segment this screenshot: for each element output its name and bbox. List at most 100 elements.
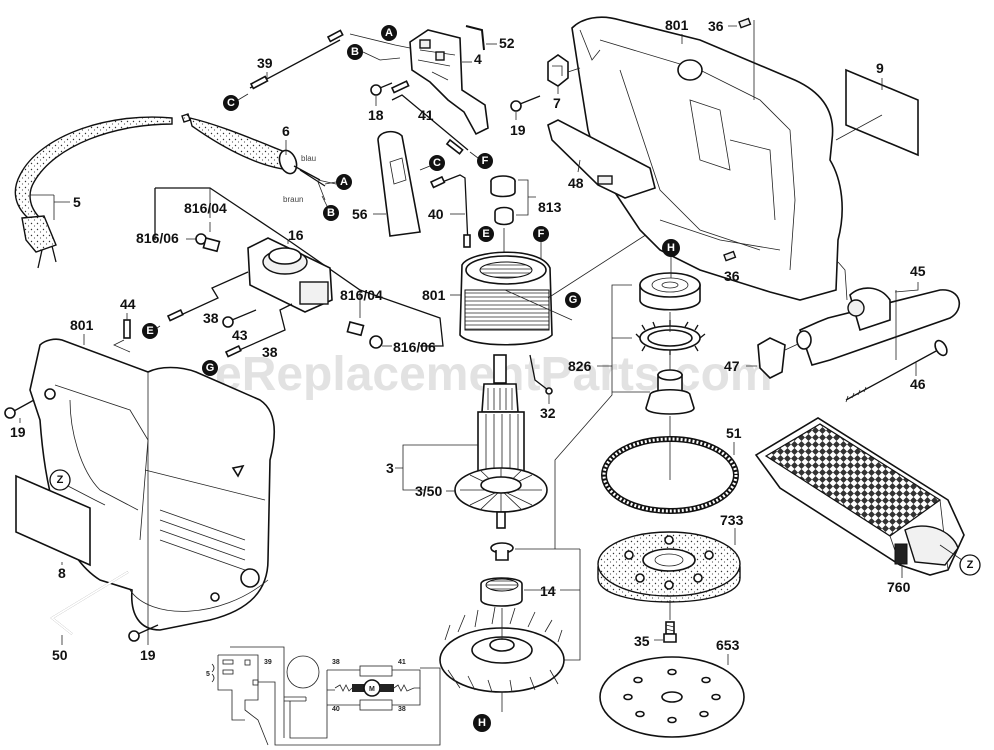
wire-41 xyxy=(390,80,469,155)
label-39: 39 xyxy=(257,55,273,71)
label-52: 52 xyxy=(499,35,515,51)
part-44 xyxy=(123,319,131,339)
schematic-label-41: 41 xyxy=(398,659,406,666)
sanding-disc-653 xyxy=(599,656,745,738)
part-7 xyxy=(547,54,569,87)
schematic-label-40: 40 xyxy=(332,706,340,713)
label-47: 47 xyxy=(724,358,740,374)
bearing-h-826 xyxy=(639,272,701,311)
housing-801-top xyxy=(571,16,843,301)
label-38-a: 38 xyxy=(203,310,219,326)
label-43: 43 xyxy=(232,327,248,343)
svg-text:A: A xyxy=(385,27,393,39)
connector-h-826: H xyxy=(662,239,680,257)
bearing-14 xyxy=(480,542,523,607)
reference-z-left: Z xyxy=(49,469,71,491)
screw-18 xyxy=(370,82,393,96)
connector-b-top: B xyxy=(347,44,363,60)
svg-text:G: G xyxy=(206,362,215,374)
svg-text:H: H xyxy=(478,717,486,729)
part-32 xyxy=(529,354,553,395)
svg-text:B: B xyxy=(351,46,359,58)
label-816-04-top: 816/04 xyxy=(184,200,227,216)
svg-text:E: E xyxy=(482,228,489,240)
label-36-top: 36 xyxy=(708,18,724,34)
svg-text:H: H xyxy=(667,242,675,254)
connector-g-wire38: G xyxy=(202,360,218,376)
connector-c-cover: C xyxy=(419,155,445,171)
label-18: 18 xyxy=(368,107,384,123)
screw-36-mid xyxy=(723,250,737,262)
part-52 xyxy=(465,25,485,51)
sanding-pad-733 xyxy=(597,531,741,603)
wiring-schematic xyxy=(217,646,441,746)
svg-text:F: F xyxy=(482,155,489,167)
screw-19-left xyxy=(4,399,35,419)
label-4: 4 xyxy=(474,51,482,67)
svg-text:F: F xyxy=(538,228,545,240)
nameplate-8 xyxy=(15,474,91,567)
svg-text:C: C xyxy=(227,97,235,109)
label-56: 56 xyxy=(352,206,368,222)
schematic-motor-symbol: M xyxy=(369,686,375,693)
label-46: 46 xyxy=(910,376,926,392)
fan xyxy=(439,606,565,693)
label-801-left: 801 xyxy=(70,317,94,333)
armature-3 xyxy=(454,354,548,529)
connector-f-wire41: F xyxy=(469,151,493,169)
connector-a-cord: A xyxy=(324,174,352,190)
cover-56 xyxy=(377,130,421,237)
bolt-46 xyxy=(845,339,948,403)
screw-36-top xyxy=(738,17,752,29)
knob-47 xyxy=(757,337,786,379)
schematic-label-39: 39 xyxy=(264,659,272,666)
side-handle-45 xyxy=(796,287,961,366)
brush-holder-816-top xyxy=(195,233,221,253)
wire-38-a xyxy=(166,271,249,322)
label-3-50: 3/50 xyxy=(415,483,442,499)
wire-39 xyxy=(249,29,344,90)
label-19-left: 19 xyxy=(10,424,26,440)
svg-text:Z: Z xyxy=(967,559,974,571)
power-cord xyxy=(14,113,337,269)
svg-text:B: B xyxy=(327,207,335,219)
wire-38-b xyxy=(224,303,293,358)
label-38-b: 38 xyxy=(262,344,278,360)
svg-text:A: A xyxy=(340,176,348,188)
label-816-06-bot: 816/06 xyxy=(393,339,436,355)
spindle-826 xyxy=(645,369,695,415)
label-19-bottom: 19 xyxy=(140,647,156,663)
motor-field-801 xyxy=(459,251,553,346)
switch-4 xyxy=(409,29,489,136)
label-816-04-bot: 816/04 xyxy=(340,287,383,303)
label-733: 733 xyxy=(720,512,744,528)
housing-801-left xyxy=(29,338,276,640)
label-45: 45 xyxy=(910,263,926,279)
svg-text:E: E xyxy=(146,325,153,337)
label-48: 48 xyxy=(568,175,584,191)
label-44: 44 xyxy=(120,296,136,312)
label-51: 51 xyxy=(726,425,742,441)
reference-z-right: Z xyxy=(959,554,981,576)
ring-51 xyxy=(601,436,739,514)
dust-box-760 xyxy=(754,417,965,576)
electronic-module-16 xyxy=(247,237,333,313)
connector-h-fan: H xyxy=(473,714,491,732)
label-8: 8 xyxy=(58,565,66,581)
label-816-06-top: 816/06 xyxy=(136,230,179,246)
wire-color-blau: blau xyxy=(301,154,316,163)
label-6: 6 xyxy=(282,123,290,139)
wire-color-braun: braun xyxy=(283,195,303,204)
label-32: 32 xyxy=(540,405,556,421)
label-plate-9 xyxy=(845,68,919,157)
label-16: 16 xyxy=(288,227,304,243)
label-35: 35 xyxy=(634,633,650,649)
label-801-top: 801 xyxy=(665,17,689,33)
connector-c-wire39: C xyxy=(223,93,249,111)
label-9: 9 xyxy=(876,60,884,76)
label-653: 653 xyxy=(716,637,740,653)
screw-19-top xyxy=(510,95,541,112)
schematic-label-5: 5 xyxy=(206,671,210,678)
part-48 xyxy=(547,119,656,199)
